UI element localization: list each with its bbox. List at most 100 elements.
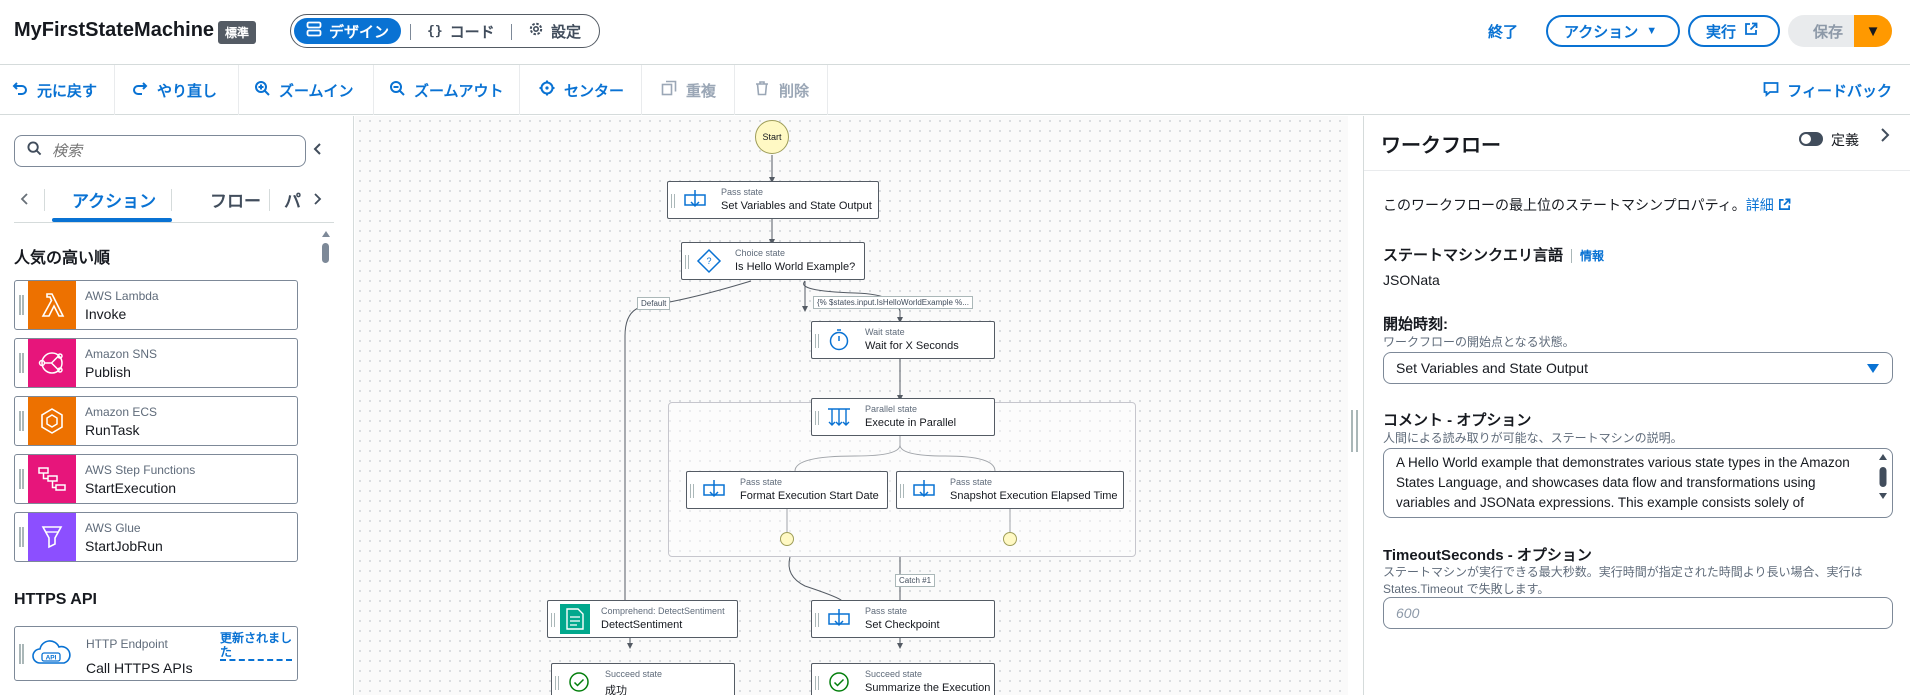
search-input[interactable] bbox=[52, 142, 272, 160]
tab-patterns[interactable]: パ bbox=[284, 191, 301, 211]
card-service: Amazon ECS bbox=[85, 405, 158, 419]
inspector-title: ワークフロー bbox=[1381, 135, 1501, 157]
card-service: AWS Glue bbox=[85, 521, 141, 535]
chevron-right-icon[interactable] bbox=[1879, 126, 1891, 149]
textarea-scrollbar[interactable] bbox=[1878, 453, 1888, 513]
mode-design-button[interactable]: デザイン bbox=[294, 18, 402, 44]
design-icon bbox=[306, 21, 322, 41]
redo-button[interactable]: やり直し bbox=[116, 65, 239, 115]
check-circle-icon bbox=[824, 667, 854, 695]
tab-actions[interactable]: アクション bbox=[72, 191, 157, 211]
mode-code-button[interactable]: {} コード bbox=[415, 18, 507, 44]
card-action: StartExecution bbox=[85, 480, 177, 496]
definition-toggle[interactable] bbox=[1799, 132, 1823, 146]
save-button[interactable]: 保存 bbox=[1813, 23, 1844, 41]
lambda-icon bbox=[28, 281, 76, 329]
search-box[interactable] bbox=[14, 135, 306, 167]
tabs-scroll-left-icon[interactable] bbox=[20, 175, 30, 223]
center-button[interactable]: センター bbox=[521, 65, 642, 115]
duplicate-button[interactable]: 重複 bbox=[643, 65, 735, 115]
trash-icon bbox=[754, 80, 770, 100]
popular-heading: 人気の高い順 bbox=[14, 250, 111, 267]
info-link[interactable]: 情報 bbox=[1571, 249, 1605, 263]
action-card-stepfunctions-startexecution[interactable]: AWS Step Functions StartExecution bbox=[14, 454, 298, 504]
workflow-edges bbox=[622, 155, 1011, 649]
drag-handle-icon[interactable] bbox=[19, 353, 24, 373]
workflow-intro: このワークフローの最上位のステートマシンプロパティ。詳細 bbox=[1383, 195, 1791, 215]
action-card-glue-startjobrun[interactable]: AWS Glue StartJobRun bbox=[14, 512, 298, 562]
center-crosshair-icon bbox=[539, 80, 555, 100]
edge-label-condition: {% $states.input.IsHelloWorldExample %..… bbox=[813, 296, 973, 309]
panel-resize-handle[interactable] bbox=[1351, 410, 1358, 452]
state-wait-x-seconds[interactable]: Wait state Wait for X Seconds bbox=[811, 321, 995, 359]
drag-handle-icon[interactable] bbox=[19, 527, 24, 547]
external-link-icon[interactable] bbox=[1778, 197, 1791, 213]
zoom-out-label: ズームアウト bbox=[414, 82, 504, 100]
state-succeed[interactable]: Succeed state 成功 bbox=[551, 663, 735, 695]
scrollbar-thumb[interactable] bbox=[322, 243, 329, 263]
state-set-checkpoint[interactable]: Pass state Set Checkpoint bbox=[811, 600, 995, 638]
action-card-ecs-runtask[interactable]: Amazon ECS RunTask bbox=[14, 396, 298, 446]
pass-state-icon bbox=[909, 475, 939, 505]
state-summarize-execution[interactable]: Succeed state Summarize the Execution bbox=[811, 663, 995, 695]
delete-button[interactable]: 削除 bbox=[736, 65, 828, 115]
external-link-icon bbox=[1744, 22, 1758, 40]
details-link[interactable]: 詳細 bbox=[1745, 197, 1774, 213]
panel-scrollbar[interactable] bbox=[321, 229, 331, 695]
collapse-panel-chevron-icon[interactable] bbox=[312, 140, 324, 161]
zoom-out-button[interactable]: ズームアウト bbox=[375, 65, 520, 115]
card-service: Amazon SNS bbox=[85, 347, 158, 361]
run-button[interactable]: 実行 bbox=[1688, 15, 1780, 47]
mode-design-label: デザイン bbox=[329, 23, 390, 41]
mode-settings-button[interactable]: 設定 bbox=[516, 18, 593, 44]
undo-label: 元に戻す bbox=[37, 82, 98, 100]
action-card-http-endpoint[interactable]: API HTTP Endpoint Call HTTPS APIs 更新されまし… bbox=[14, 626, 298, 681]
state-format-start-date[interactable]: Pass state Format Execution Start Date bbox=[686, 471, 888, 509]
drag-handle-icon[interactable] bbox=[19, 295, 24, 315]
comment-textarea[interactable]: A Hello World example that demonstrates … bbox=[1383, 448, 1893, 518]
step-functions-icon bbox=[28, 455, 76, 503]
save-options-caret-icon[interactable]: ▼ bbox=[1854, 15, 1892, 47]
comment-description: 人間による読み取りが可能な、ステートマシンの説明。 bbox=[1383, 431, 1683, 445]
feedback-button[interactable]: フィードバック bbox=[1763, 80, 1892, 101]
action-card-lambda-invoke[interactable]: AWS Lambda Invoke bbox=[14, 280, 298, 330]
active-tab-indicator bbox=[52, 218, 172, 222]
state-set-variables[interactable]: Pass state Set Variables and State Outpu… bbox=[667, 181, 879, 219]
duplicate-icon bbox=[661, 80, 677, 100]
state-choice-hello-world[interactable]: ? Choice state Is Hello World Example? bbox=[681, 242, 865, 280]
query-language-heading: ステートマシンクエリ言語情報 bbox=[1383, 247, 1605, 264]
query-language-value: JSONata bbox=[1383, 272, 1440, 288]
https-api-heading: HTTPS API bbox=[14, 591, 97, 608]
timeout-seconds-input[interactable]: 600 bbox=[1383, 597, 1893, 629]
workflow-canvas[interactable]: Start Pass state Set Variables and State… bbox=[355, 116, 1348, 695]
card-action: StartJobRun bbox=[85, 538, 163, 554]
caret-down-icon: ▼ bbox=[1646, 25, 1658, 37]
exit-button[interactable]: 終了 bbox=[1488, 24, 1519, 41]
start-at-select[interactable]: Set Variables and State Output bbox=[1383, 352, 1893, 384]
undo-icon bbox=[12, 80, 28, 100]
drag-handle-icon[interactable] bbox=[19, 411, 24, 431]
drag-handle-icon[interactable] bbox=[19, 469, 24, 489]
actions-dropdown-button[interactable]: アクション ▼ bbox=[1546, 15, 1680, 47]
state-detect-sentiment[interactable]: Comprehend: DetectSentiment DetectSentim… bbox=[547, 600, 738, 638]
drag-handle-icon[interactable] bbox=[19, 644, 24, 664]
state-snapshot-elapsed-time[interactable]: Pass state Snapshot Execution Elapsed Ti… bbox=[896, 471, 1124, 509]
tabs-scroll-right-icon[interactable] bbox=[312, 175, 322, 223]
panel-tabs: アクション フロー パ bbox=[14, 175, 334, 223]
undo-button[interactable]: 元に戻す bbox=[0, 65, 115, 115]
updated-badge: 更新されました bbox=[220, 631, 293, 661]
ecs-icon bbox=[28, 397, 76, 445]
card-service: HTTP Endpoint bbox=[86, 637, 168, 651]
chat-bubble-icon bbox=[1763, 81, 1779, 101]
action-card-sns-publish[interactable]: Amazon SNS Publish bbox=[14, 338, 298, 388]
comprehend-icon bbox=[560, 604, 590, 634]
tab-flow[interactable]: フロー bbox=[210, 191, 261, 211]
zoom-in-button[interactable]: ズームイン bbox=[240, 65, 374, 115]
timeout-description: ステートマシンが実行できる最大秒数。実行時間が指定された時間より長い場合、実行は… bbox=[1383, 565, 1863, 596]
start-node[interactable]: Start bbox=[755, 120, 789, 154]
redo-label: やり直し bbox=[157, 82, 218, 100]
actions-label: アクション bbox=[1564, 23, 1639, 41]
timeout-placeholder: 600 bbox=[1396, 605, 1420, 621]
state-execute-in-parallel[interactable]: Parallel state Execute in Parallel bbox=[811, 398, 995, 436]
caret-down-icon bbox=[1867, 364, 1879, 373]
